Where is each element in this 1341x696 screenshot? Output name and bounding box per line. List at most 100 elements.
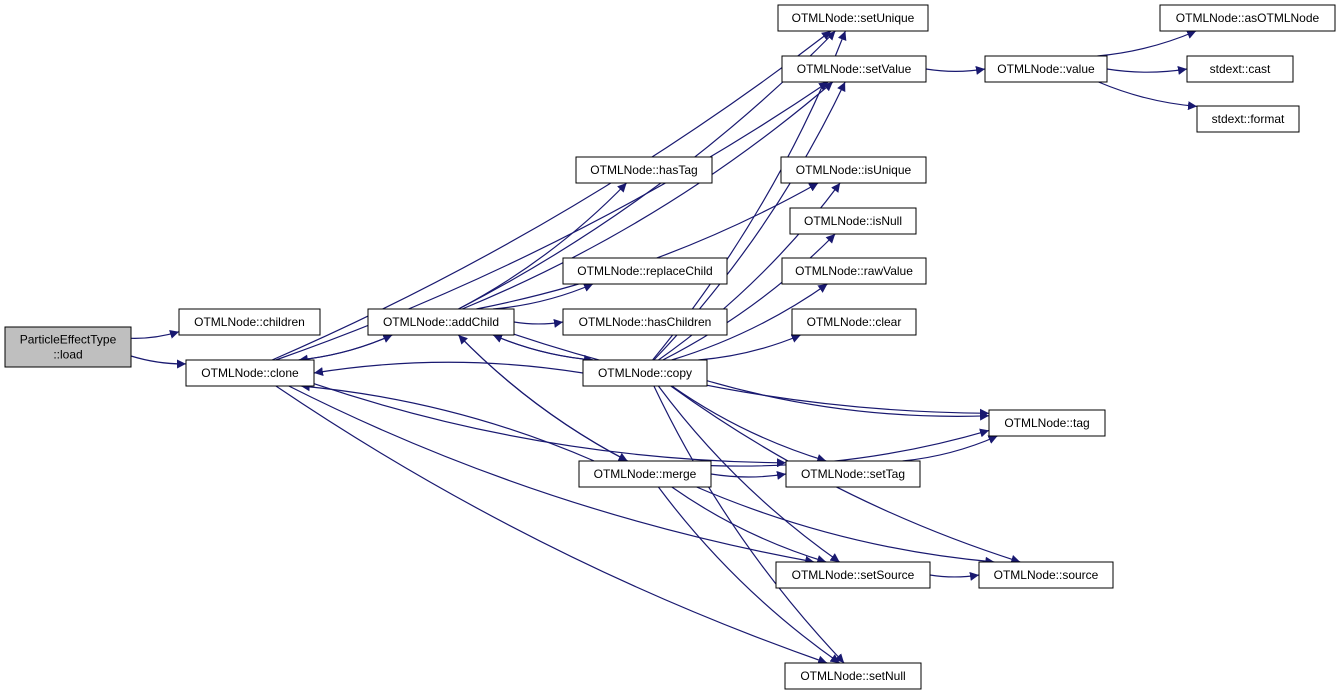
node-root-label: ::load (53, 348, 82, 362)
node-hasTag[interactable]: OTMLNode::hasTag (575, 156, 713, 184)
edge-merge-to-setSource (671, 486, 827, 564)
edge-root-to-clone (130, 355, 187, 369)
node-setTag-box (785, 460, 921, 488)
node-addChild[interactable]: OTMLNode::addChild (367, 308, 515, 336)
edge-copy-to-clone (313, 361, 584, 377)
edge-addChild-to-merge (457, 334, 628, 462)
edge-addChild-to-isUnique (476, 182, 819, 310)
edge-merge-to-clone (300, 382, 595, 462)
node-format[interactable]: stdext::format (1196, 105, 1300, 133)
node-setValue[interactable]: OTMLNode::setValue (781, 55, 927, 83)
node-setValue-label: OTMLNode::setValue (797, 62, 912, 76)
node-setNull[interactable]: OTMLNode::setNull (784, 662, 922, 690)
node-isUnique-box (780, 156, 927, 184)
node-clone[interactable]: OTMLNode::clone (185, 359, 315, 387)
node-setTag-label: OTMLNode::setTag (801, 467, 905, 481)
node-source-box (978, 561, 1114, 589)
node-value[interactable]: OTMLNode::value (984, 55, 1108, 83)
node-setUnique-label: OTMLNode::setUnique (792, 11, 915, 25)
node-setUnique-box (777, 4, 929, 32)
node-replaceChild[interactable]: OTMLNode::replaceChild (562, 257, 728, 285)
node-clear[interactable]: OTMLNode::clear (791, 308, 917, 336)
node-copy[interactable]: OTMLNode::copy (582, 359, 708, 387)
edge-copy-to-addChild (492, 334, 594, 361)
node-cast-box (1186, 55, 1294, 83)
edge-copy-to-rawValue (671, 283, 828, 361)
edge-merge-to-setTag (710, 470, 787, 480)
node-hasChildren[interactable]: OTMLNode::hasChildren (562, 308, 728, 336)
edge-value-to-format (1098, 81, 1198, 111)
node-setValue-box (781, 55, 927, 83)
node-copy-label: OTMLNode::copy (598, 366, 692, 380)
node-cast[interactable]: stdext::cast (1186, 55, 1294, 83)
node-asOTMLNode[interactable]: OTMLNode::asOTMLNode (1159, 4, 1336, 32)
node-rawValue[interactable]: OTMLNode::rawValue (781, 257, 927, 285)
edge-copy-to-source (670, 385, 1021, 564)
edge-setTag-to-tag (902, 435, 998, 462)
edge-setValue-to-value (925, 65, 986, 75)
node-root-box (4, 326, 132, 368)
node-hasTag-box (575, 156, 713, 184)
node-clone-box (185, 359, 315, 387)
node-layer: ParticleEffectType::load OTMLNode::childr… (4, 4, 1336, 690)
node-isNull-label: OTMLNode::isNull (804, 214, 902, 228)
node-merge-box (578, 460, 712, 488)
node-setSource-box (775, 561, 931, 589)
node-merge[interactable]: OTMLNode::merge (578, 460, 712, 488)
node-isNull[interactable]: OTMLNode::isNull (789, 207, 917, 235)
edge-clone-to-addChild (298, 334, 393, 361)
edge-copy-to-clear (698, 334, 801, 361)
node-setTag[interactable]: OTMLNode::setTag (785, 460, 921, 488)
edge-addChild-to-hasTag (458, 182, 628, 310)
node-tag-label: OTMLNode::tag (1004, 416, 1089, 430)
node-children[interactable]: OTMLNode::children (178, 308, 321, 336)
edge-copy-to-isNull (662, 233, 836, 361)
node-setSource-label: OTMLNode::setSource (792, 568, 915, 582)
edge-addChild-to-tag (513, 333, 990, 418)
edge-addChild-to-clone (298, 334, 393, 364)
edge-addChild-to-replaceChild (492, 283, 594, 310)
edge-setSource-to-source (929, 571, 980, 581)
edge-copy-to-tag (706, 380, 990, 421)
node-hasChildren-label: OTMLNode::hasChildren (579, 315, 712, 329)
node-asOTMLNode-label: OTMLNode::asOTMLNode (1176, 11, 1320, 25)
node-replaceChild-label: OTMLNode::replaceChild (577, 264, 712, 278)
node-children-box (178, 308, 321, 336)
edge-value-to-cast (1106, 65, 1188, 75)
node-setUnique[interactable]: OTMLNode::setUnique (777, 4, 929, 32)
edge-root-to-children (130, 330, 180, 339)
edge-merge-to-source (696, 486, 995, 566)
node-format-label: stdext::format (1212, 112, 1285, 126)
node-root-label: ParticleEffectType (20, 333, 117, 347)
edge-copy-to-setTag (671, 385, 827, 463)
node-rawValue-box (781, 257, 927, 285)
node-hasChildren-box (562, 308, 728, 336)
node-tag[interactable]: OTMLNode::tag (988, 409, 1106, 437)
edge-addChild-to-setValue (461, 81, 834, 310)
node-tag-box (988, 409, 1106, 437)
node-isUnique-label: OTMLNode::isUnique (796, 163, 912, 177)
edge-clone-to-setNull (275, 385, 828, 665)
edge-copy-to-setNull (653, 385, 845, 664)
node-value-box (984, 55, 1108, 83)
node-source[interactable]: OTMLNode::source (978, 561, 1114, 589)
node-clone-label: OTMLNode::clone (201, 366, 299, 380)
node-format-box (1196, 105, 1300, 133)
node-source-label: OTMLNode::source (994, 568, 1099, 582)
node-setSource[interactable]: OTMLNode::setSource (775, 561, 931, 589)
edge-merge-to-tag (710, 428, 990, 467)
edge-clone-to-setUnique (271, 30, 832, 361)
edge-merge-to-addChild (457, 334, 628, 462)
node-cast-label: stdext::cast (1210, 62, 1271, 76)
node-isNull-box (789, 207, 917, 235)
node-value-label: OTMLNode::value (997, 62, 1095, 76)
node-clear-label: OTMLNode::clear (807, 315, 902, 329)
node-root[interactable]: ParticleEffectType::load (4, 326, 132, 368)
node-replaceChild-box (562, 257, 728, 285)
node-isUnique[interactable]: OTMLNode::isUnique (780, 156, 927, 184)
edge-addChild-to-copy (492, 334, 594, 364)
node-setNull-box (784, 662, 922, 690)
node-merge-label: OTMLNode::merge (594, 467, 697, 481)
edge-merge-to-setNull (657, 486, 840, 664)
